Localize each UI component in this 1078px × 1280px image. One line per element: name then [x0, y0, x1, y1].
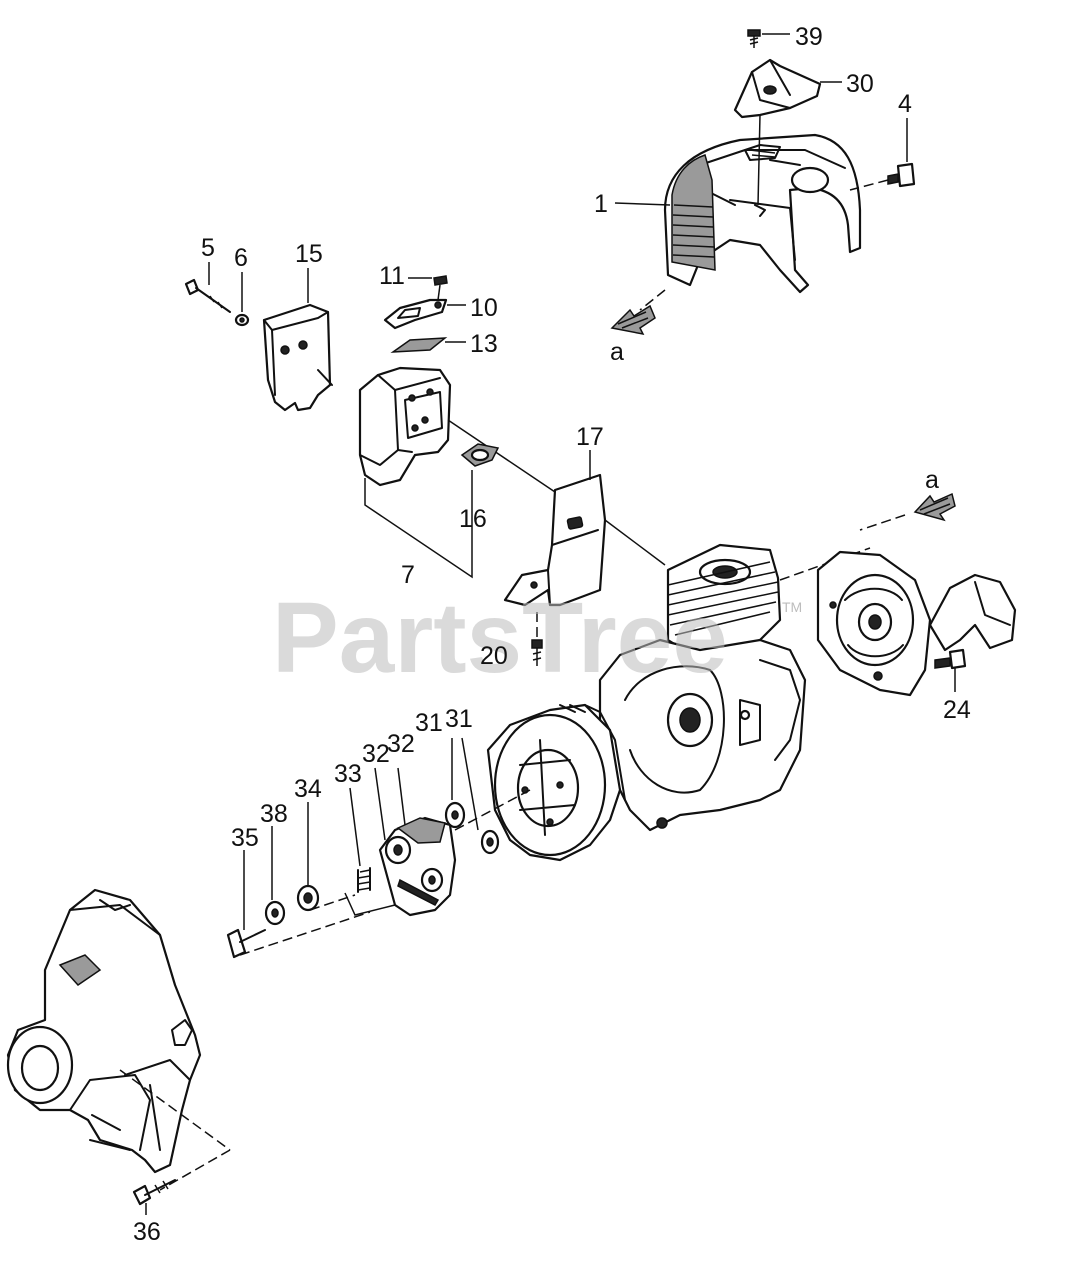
callout-31b: 31	[445, 705, 473, 733]
housing-dash-1	[119, 1069, 231, 1151]
callout-20: 20	[480, 642, 508, 670]
callout-16: 16	[459, 505, 487, 533]
cover-bracket	[733, 58, 842, 119]
callout-15: 15	[295, 240, 323, 268]
callout-17: 17	[576, 423, 604, 451]
arrow-label-a-right: a	[925, 466, 939, 494]
callout-33: 33	[334, 760, 362, 788]
cover-vent-grille	[671, 154, 716, 271]
screw-11	[408, 275, 448, 301]
callout-7: 7	[401, 561, 415, 589]
shield-to-cylinder-line	[604, 519, 666, 566]
cylinder-cover	[663, 133, 862, 294]
arrow-a-right-dash	[859, 514, 906, 531]
clutch-housing	[6, 888, 202, 1174]
heat-shield	[503, 450, 607, 607]
watermark: PartsTree TM	[272, 582, 802, 694]
callout-35: 35	[231, 824, 259, 852]
washer-34	[296, 802, 320, 912]
callout-39: 39	[795, 23, 823, 51]
callout-13: 13	[470, 330, 498, 358]
direction-arrow-a-right-icon	[913, 492, 956, 522]
leader-30-to-cover	[757, 114, 761, 206]
bolt-36	[132, 1179, 176, 1215]
callout-24: 24	[943, 696, 971, 724]
engine-crankcase	[598, 638, 807, 832]
callout-1: 1	[594, 190, 608, 218]
callout-31a: 31	[415, 709, 443, 737]
callout-32a: 32	[362, 740, 390, 768]
clutch-axis-dash	[239, 911, 371, 956]
callout-34: 34	[294, 775, 322, 803]
muffler-gasket	[460, 443, 500, 467]
bolt-20	[531, 612, 543, 666]
engine-cylinder	[666, 543, 782, 701]
direction-arrow-a-top-icon	[610, 304, 656, 336]
callout-32b: 32	[387, 730, 415, 758]
callout-11: 11	[379, 262, 405, 290]
leader-1	[614, 202, 671, 206]
bracket-7	[364, 470, 473, 579]
clutch-shoe-assembly	[374, 767, 457, 917]
muffler	[358, 366, 452, 487]
callout-6: 6	[234, 244, 248, 272]
washer-38	[264, 826, 286, 926]
bolt-35	[226, 850, 266, 959]
washer-31b	[461, 737, 500, 855]
bolt-24	[934, 648, 967, 692]
arrow-label-a-top: a	[610, 338, 624, 366]
clutch-axis-dash-2	[309, 894, 356, 911]
washer-31a	[444, 738, 466, 829]
recoil-starter	[816, 550, 1017, 697]
clutch-drum	[486, 703, 626, 862]
callout-4: 4	[898, 90, 912, 118]
cover-dash-line	[639, 289, 666, 311]
watermark-text: PartsTree	[272, 582, 728, 694]
washer-6	[234, 272, 250, 327]
screw-4	[849, 118, 916, 191]
muffler-to-shield-line	[447, 419, 556, 493]
callout-10: 10	[470, 294, 498, 322]
muffler-cover	[262, 303, 333, 412]
spark-arrester-gasket	[390, 337, 466, 353]
callout-38: 38	[260, 800, 288, 828]
screw-39	[747, 29, 790, 48]
spark-arrester-plate	[383, 298, 466, 330]
clutch-spring	[344, 787, 396, 916]
callout-36: 36	[133, 1218, 161, 1246]
callout-5: 5	[201, 234, 215, 262]
watermark-tm: TM	[782, 599, 802, 615]
housing-dash-2	[159, 1149, 231, 1191]
callout-30: 30	[846, 70, 874, 98]
bolt-5	[184, 262, 231, 313]
